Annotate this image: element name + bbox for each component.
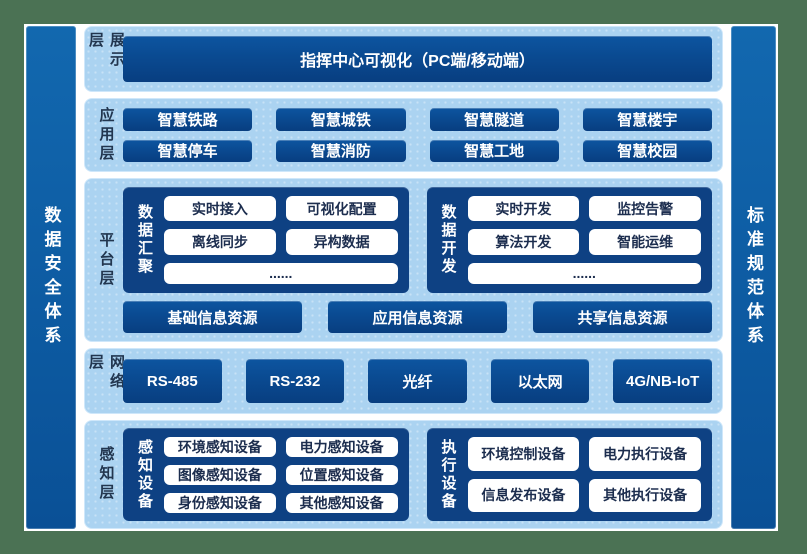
layer-application-body: 智慧铁路 智慧城铁 智慧隧道 智慧楼宇 智慧停车 智慧消防 智慧工地 智慧校园: [121, 104, 714, 166]
dev-box-algorithm-dev: 算法开发: [467, 229, 580, 255]
agg-box-realtime-access: 实时接入: [164, 196, 276, 222]
group-data-development-label-text: 数据开发: [439, 204, 457, 276]
group-actuator-devices-label-text: 执行设备: [439, 438, 457, 511]
group-data-aggregation-grid: 实时接入 可视化配置 离线同步 异构数据 ......: [164, 196, 398, 284]
app-box-smart-tunnel: 智慧隧道: [429, 108, 559, 131]
layer-platform-label: 平台层: [91, 184, 121, 336]
platform-column: 数据汇聚 实时接入 可视化配置 离线同步 异构数据 ......: [121, 184, 714, 336]
group-sensing-devices-label: 感知设备: [134, 437, 155, 512]
dev-box-realtime-dev: 实时开发: [467, 196, 580, 222]
layer-display-label: 展示层: [87, 32, 125, 86]
layer-platform-body: 数据汇聚 实时接入 可视化配置 离线同步 异构数据 ......: [121, 184, 714, 336]
layer-network-label-text: 网络层: [87, 354, 125, 392]
sense-box-image: 图像感知设备: [164, 465, 276, 485]
pillar-data-security: 数据安全体系: [26, 26, 76, 529]
pillar-standards: 标准规范体系: [731, 26, 776, 529]
group-data-development: 数据开发 实时开发 监控告警 算法开发 智能运维 ......: [426, 187, 712, 293]
sense-box-other: 其他感知设备: [285, 493, 398, 513]
layer-perception-label-text: 感知层: [97, 446, 115, 503]
diagram-canvas: 数据安全体系 展示层 指挥中心可视化（PC端/移动端） 应用层: [24, 24, 778, 531]
resource-box-application-info: 应用信息资源: [328, 301, 507, 333]
application-grid: 智慧铁路 智慧城铁 智慧隧道 智慧楼宇 智慧停车 智慧消防 智慧工地 智慧校园: [121, 104, 714, 166]
layer-display-label-text: 展示层: [87, 32, 125, 70]
group-actuator-devices-grid: 环境控制设备 电力执行设备 信息发布设备 其他执行设备: [467, 437, 701, 512]
app-box-smart-firefighting: 智慧消防: [276, 139, 406, 162]
app-box-smart-worksite: 智慧工地: [429, 139, 559, 162]
act-box-power-actuator: 电力执行设备: [589, 437, 701, 471]
agg-box-visual-config: 可视化配置: [285, 196, 398, 222]
app-box-smart-parking: 智慧停车: [123, 139, 253, 162]
group-sensing-devices-grid: 环境感知设备 电力感知设备 图像感知设备 位置感知设备 身份感知设备 其他感知设…: [164, 437, 398, 513]
platform-groups: 数据汇聚 实时接入 可视化配置 离线同步 异构数据 ......: [123, 187, 712, 293]
sense-box-identity: 身份感知设备: [164, 493, 276, 513]
sense-box-location: 位置感知设备: [285, 465, 398, 485]
group-data-aggregation-label-text: 数据汇聚: [136, 204, 153, 276]
dev-box-more-ellipsis: ......: [467, 262, 701, 284]
layer-application-label-text: 应用层: [97, 106, 115, 164]
platform-resources: 基础信息资源 应用信息资源 共享信息资源: [123, 301, 712, 333]
layer-display-body: 指挥中心可视化（PC端/移动端）: [121, 32, 714, 86]
app-box-smart-railway: 智慧铁路: [123, 108, 253, 131]
layer-platform: 平台层 数据汇聚 实时接入 可视化配置: [84, 178, 723, 342]
sense-box-environment: 环境感知设备: [164, 437, 276, 457]
net-box-rs485: RS-485: [123, 359, 222, 403]
perception-groups: 感知设备 环境感知设备 电力感知设备 图像感知设备 位置感知设备 身份感知设备 …: [121, 426, 714, 523]
act-box-info-publishing: 信息发布设备: [467, 478, 580, 512]
group-data-aggregation-label: 数据汇聚: [134, 196, 155, 284]
resource-box-basic-info: 基础信息资源: [123, 301, 302, 333]
net-box-ethernet: 以太网: [490, 359, 590, 403]
net-box-rs232: RS-232: [245, 359, 345, 403]
layer-application: 应用层 智慧铁路 智慧城铁 智慧隧道 智慧楼宇 智慧停车 智慧消防 智慧工地 智…: [84, 98, 723, 172]
act-box-other-actuator: 其他执行设备: [589, 478, 701, 512]
display-command-center-box: 指挥中心可视化（PC端/移动端）: [123, 36, 712, 82]
dev-box-monitor-alert: 监控告警: [589, 196, 701, 222]
group-actuator-devices: 执行设备 环境控制设备 电力执行设备 信息发布设备 其他执行设备: [426, 428, 712, 521]
group-actuator-devices-label: 执行设备: [438, 437, 459, 512]
group-sensing-devices: 感知设备 环境感知设备 电力感知设备 图像感知设备 位置感知设备 身份感知设备 …: [123, 428, 409, 521]
pillar-data-security-label: 数据安全体系: [41, 205, 61, 350]
net-box-fiber: 光纤: [368, 359, 467, 403]
dev-box-intelligent-ops: 智能运维: [589, 229, 701, 255]
layer-perception-label: 感知层: [91, 426, 121, 523]
layer-network-body: RS-485 RS-232 光纤 以太网 4G/NB-IoT: [121, 354, 714, 408]
layer-network: 网络层 RS-485 RS-232 光纤 以太网 4G/NB-IoT: [84, 348, 723, 414]
agg-box-offline-sync: 离线同步: [164, 229, 276, 255]
net-box-4g-nbiot: 4G/NB-IoT: [613, 359, 712, 403]
agg-box-more-ellipsis: ......: [164, 262, 398, 284]
app-box-smart-metro: 智慧城铁: [276, 108, 406, 131]
group-sensing-devices-label-text: 感知设备: [136, 438, 153, 511]
sense-box-power: 电力感知设备: [285, 437, 398, 457]
act-box-environment-control: 环境控制设备: [467, 437, 580, 471]
group-data-development-label: 数据开发: [438, 196, 459, 284]
layer-display: 展示层 指挥中心可视化（PC端/移动端）: [84, 26, 723, 92]
layer-network-label: 网络层: [87, 354, 125, 408]
layer-perception-body: 感知设备 环境感知设备 电力感知设备 图像感知设备 位置感知设备 身份感知设备 …: [121, 426, 714, 523]
resource-box-shared-info: 共享信息资源: [533, 301, 712, 333]
network-grid: RS-485 RS-232 光纤 以太网 4G/NB-IoT: [121, 354, 714, 408]
layer-perception: 感知层 感知设备 环境感知设备 电力感知设备 图像感知设备 位置: [84, 420, 723, 529]
pillar-standards-label: 标准规范体系: [744, 205, 763, 350]
layer-application-label: 应用层: [91, 104, 121, 166]
app-box-smart-campus: 智慧校园: [582, 139, 712, 162]
layer-stack: 展示层 指挥中心可视化（PC端/移动端） 应用层 智慧铁路 智慧城铁 智慧隧道 …: [84, 26, 723, 529]
group-data-aggregation: 数据汇聚 实时接入 可视化配置 离线同步 异构数据 ......: [123, 187, 409, 293]
app-box-smart-building: 智慧楼宇: [582, 108, 712, 131]
agg-box-heterogeneous-data: 异构数据: [285, 229, 398, 255]
layer-platform-label-text: 平台层: [97, 231, 115, 289]
group-data-development-grid: 实时开发 监控告警 算法开发 智能运维 ......: [467, 196, 701, 284]
